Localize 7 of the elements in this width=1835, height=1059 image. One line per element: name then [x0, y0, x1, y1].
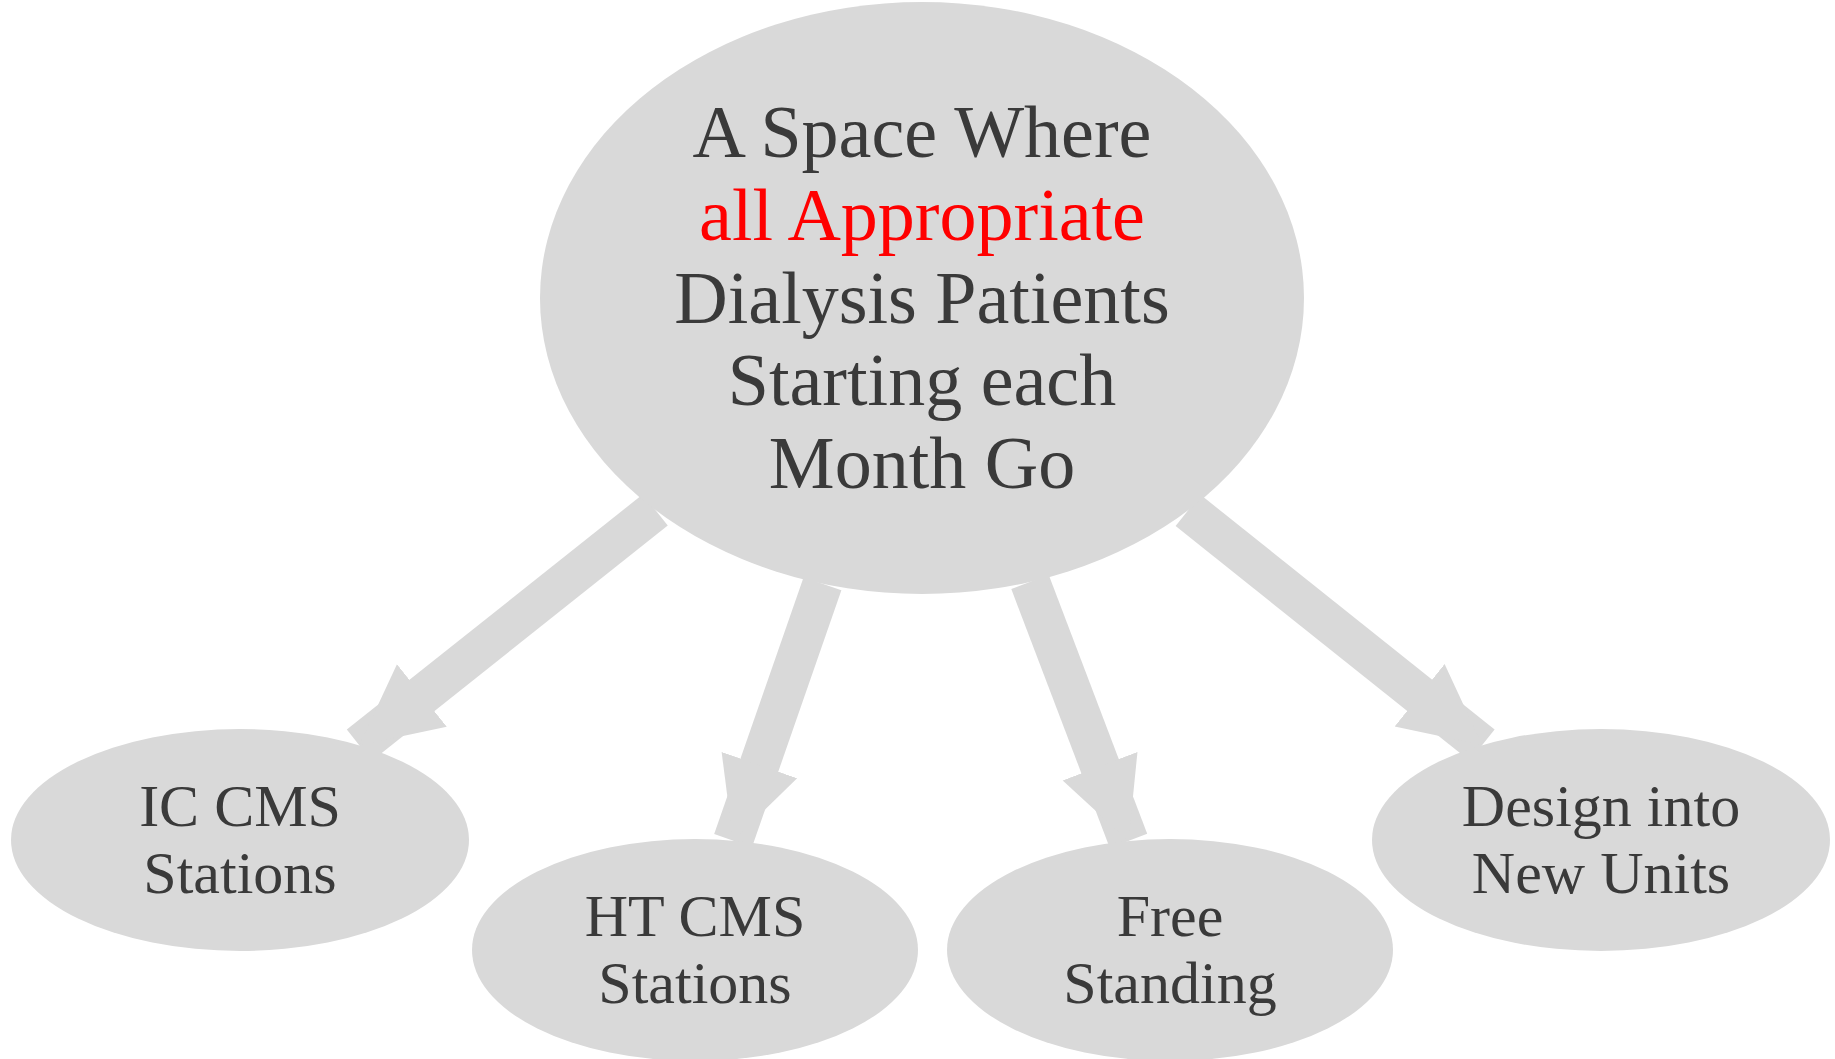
node-text: IC CMS Stations	[138, 772, 342, 908]
node-text: Dialysis Patients Starting each Month Go	[673, 256, 1171, 506]
node-text: Design into New Units	[1460, 772, 1742, 908]
highlighted-text: all Appropriate	[699, 173, 1145, 257]
node-text: A Space Where	[692, 90, 1152, 174]
node-text: HT CMS Stations	[583, 882, 807, 1018]
node-text: Free Standing	[1062, 882, 1278, 1018]
